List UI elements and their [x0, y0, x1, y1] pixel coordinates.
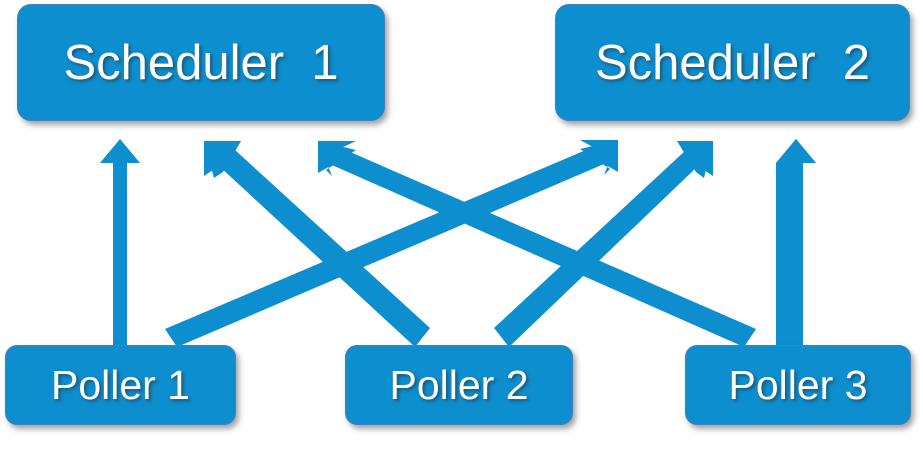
edge-poller2-scheduler1 [204, 141, 430, 347]
node-poller-1-label: Poller 1 [50, 361, 190, 408]
edge-poller3-scheduler2 [776, 139, 816, 352]
node-poller-2[interactable]: Poller 2 [345, 345, 573, 425]
node-scheduler-1[interactable]: Scheduler 1 [17, 4, 385, 121]
node-scheduler-2-label: Scheduler 2 [594, 35, 871, 90]
edge-poller1-scheduler2 [165, 140, 618, 347]
node-poller-3[interactable]: Poller 3 [685, 345, 911, 425]
node-scheduler-1-label: Scheduler 1 [63, 35, 339, 90]
node-scheduler-2[interactable]: Scheduler 2 [555, 4, 910, 121]
edge-poller3-scheduler1 [318, 141, 756, 347]
node-poller-3-label: Poller 3 [728, 361, 868, 408]
edge-poller1-scheduler1 [100, 139, 140, 352]
edge-poller2-scheduler2 [494, 141, 713, 347]
node-poller-2-label: Poller 2 [389, 361, 529, 408]
node-poller-1[interactable]: Poller 1 [5, 345, 236, 425]
